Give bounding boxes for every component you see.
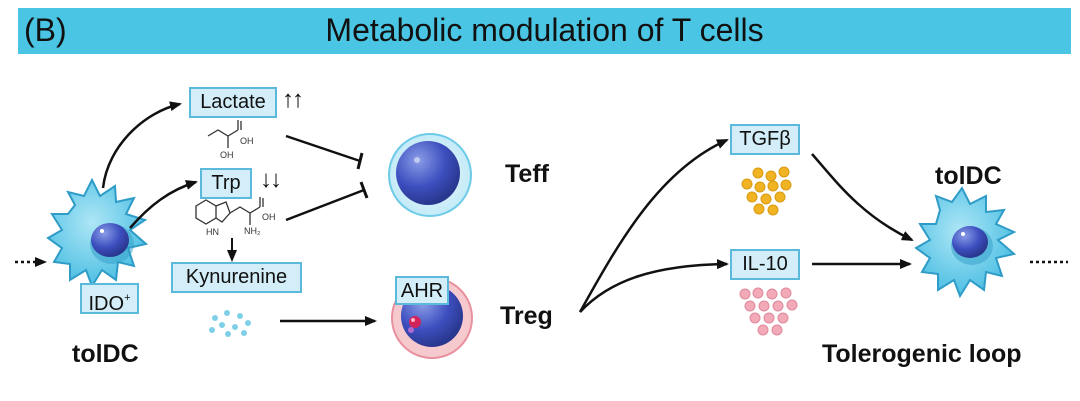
lactate-increase-indicator: ↑↑: [282, 86, 304, 113]
lactate-molecule: [207, 120, 242, 148]
ido-superscript: +: [124, 292, 131, 304]
panel-label: (B): [24, 12, 67, 48]
tolerogenic-loop-label: Tolerogenic loop: [822, 340, 1022, 368]
arrow-treg-to-tgfb: [578, 138, 729, 313]
inhibit-bar-1: [356, 152, 364, 170]
il10-box: IL-10: [730, 249, 800, 280]
trp-decrease-indicator: ↓↓: [260, 166, 282, 193]
inhibit-bar-2: [359, 181, 369, 199]
inhibit-lactate-teff: [285, 134, 361, 163]
kynurenine-box: Kynurenine: [171, 262, 302, 293]
il10-dots: [739, 287, 798, 336]
toldc-right-cell: [914, 186, 1017, 299]
arrow-to-trp: [129, 180, 198, 229]
trp-hn-label: HN: [206, 227, 219, 237]
toldc-right-label: tolDC: [935, 162, 1002, 190]
lactate-oh-label-2: OH: [220, 150, 234, 160]
tgfb-box: TGFβ: [730, 124, 800, 155]
arrow-to-lactate: [101, 101, 182, 189]
arrow-treg-to-il10: [579, 259, 729, 313]
teff-label: Teff: [505, 160, 549, 188]
kynurenine-dots: [209, 310, 251, 337]
lactate-oh-label-1: OH: [240, 136, 254, 146]
trp-oh-label: OH: [262, 212, 276, 222]
trp-nh2-label: NH₂: [244, 226, 261, 236]
trp-box: Trp: [200, 168, 252, 199]
ido-label: IDO: [88, 293, 125, 315]
title-banner: (B) Metabolic modulation of T cells: [18, 8, 1071, 54]
diagram-title: Metabolic modulation of T cells: [325, 12, 764, 48]
toldc-left-cell: [46, 177, 149, 289]
arrow-tgfb-to-toldc: [811, 153, 914, 242]
treg-label: Treg: [500, 302, 553, 330]
lactate-box: Lactate: [189, 87, 277, 118]
teff-cell: [388, 133, 472, 217]
toldc-left-label: tolDC: [72, 340, 139, 368]
ahr-box: AHR: [395, 276, 449, 305]
tgfb-dots: [741, 166, 792, 216]
tryptophan-molecule: [195, 197, 264, 225]
ido-box: IDO+: [80, 283, 139, 315]
inhibit-trp-teff: [285, 188, 365, 222]
